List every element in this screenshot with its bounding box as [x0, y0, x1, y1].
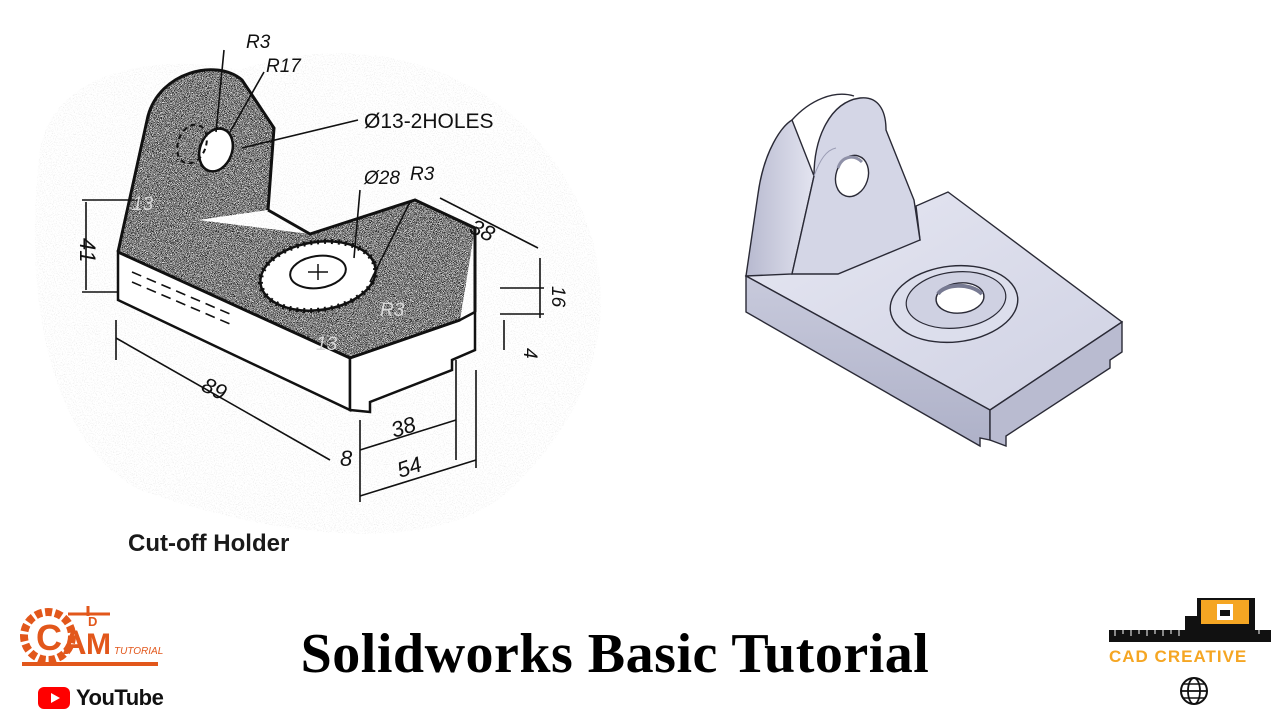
- logo-tutorial-text: TUTORIAL: [114, 646, 163, 657]
- logo-d: D: [88, 614, 97, 629]
- logo-letters-m: M: [86, 628, 111, 661]
- youtube-icon: [38, 687, 70, 709]
- dim-13-upright: 13: [132, 194, 154, 215]
- cad-creative-logo: CAD CREATIVE: [1109, 598, 1271, 666]
- model-plate-side: [745, 118, 815, 277]
- dim-16: 16: [547, 286, 568, 308]
- dim-r3-mid: R3: [410, 164, 435, 185]
- dim-r17: R17: [266, 56, 302, 77]
- base-right-face: [348, 309, 477, 414]
- model-base-right: [989, 320, 1123, 448]
- drawing-caption: Cut-off Holder: [128, 530, 290, 557]
- page-title: Solidworks Basic Tutorial: [300, 623, 930, 685]
- dim-41: 41: [75, 238, 100, 262]
- globe-icon[interactable]: [1177, 674, 1211, 708]
- dim-holes: Ø13-2HOLES: [364, 110, 494, 133]
- youtube-label: YouTube: [76, 685, 164, 710]
- dim-r3-side: R3: [380, 300, 405, 321]
- dim-13-front: 13: [316, 334, 338, 355]
- youtube-badge[interactable]: YouTube: [38, 684, 164, 712]
- dim-d28: Ø28: [363, 168, 400, 189]
- cad-creative-text: CAD CREATIVE: [1109, 647, 1247, 666]
- solid-model-render: [744, 93, 1124, 448]
- logo-letters-c: C: [36, 617, 62, 658]
- model-plate-hole: [834, 154, 870, 198]
- dim-r3-top: R3: [246, 32, 271, 53]
- dim-8: 8: [340, 446, 353, 471]
- isometric-drawing: R3 R17 Ø13-2HOLES Ø28 R3 38 16 4 41 89 3…: [34, 32, 601, 534]
- logo-letters-a: A: [62, 624, 87, 662]
- upright-face: [118, 69, 274, 252]
- cam-tutorial-logo: C A M D TUTORIAL: [20, 606, 163, 666]
- upright-hole: [197, 127, 235, 173]
- dim-4: 4: [519, 348, 540, 359]
